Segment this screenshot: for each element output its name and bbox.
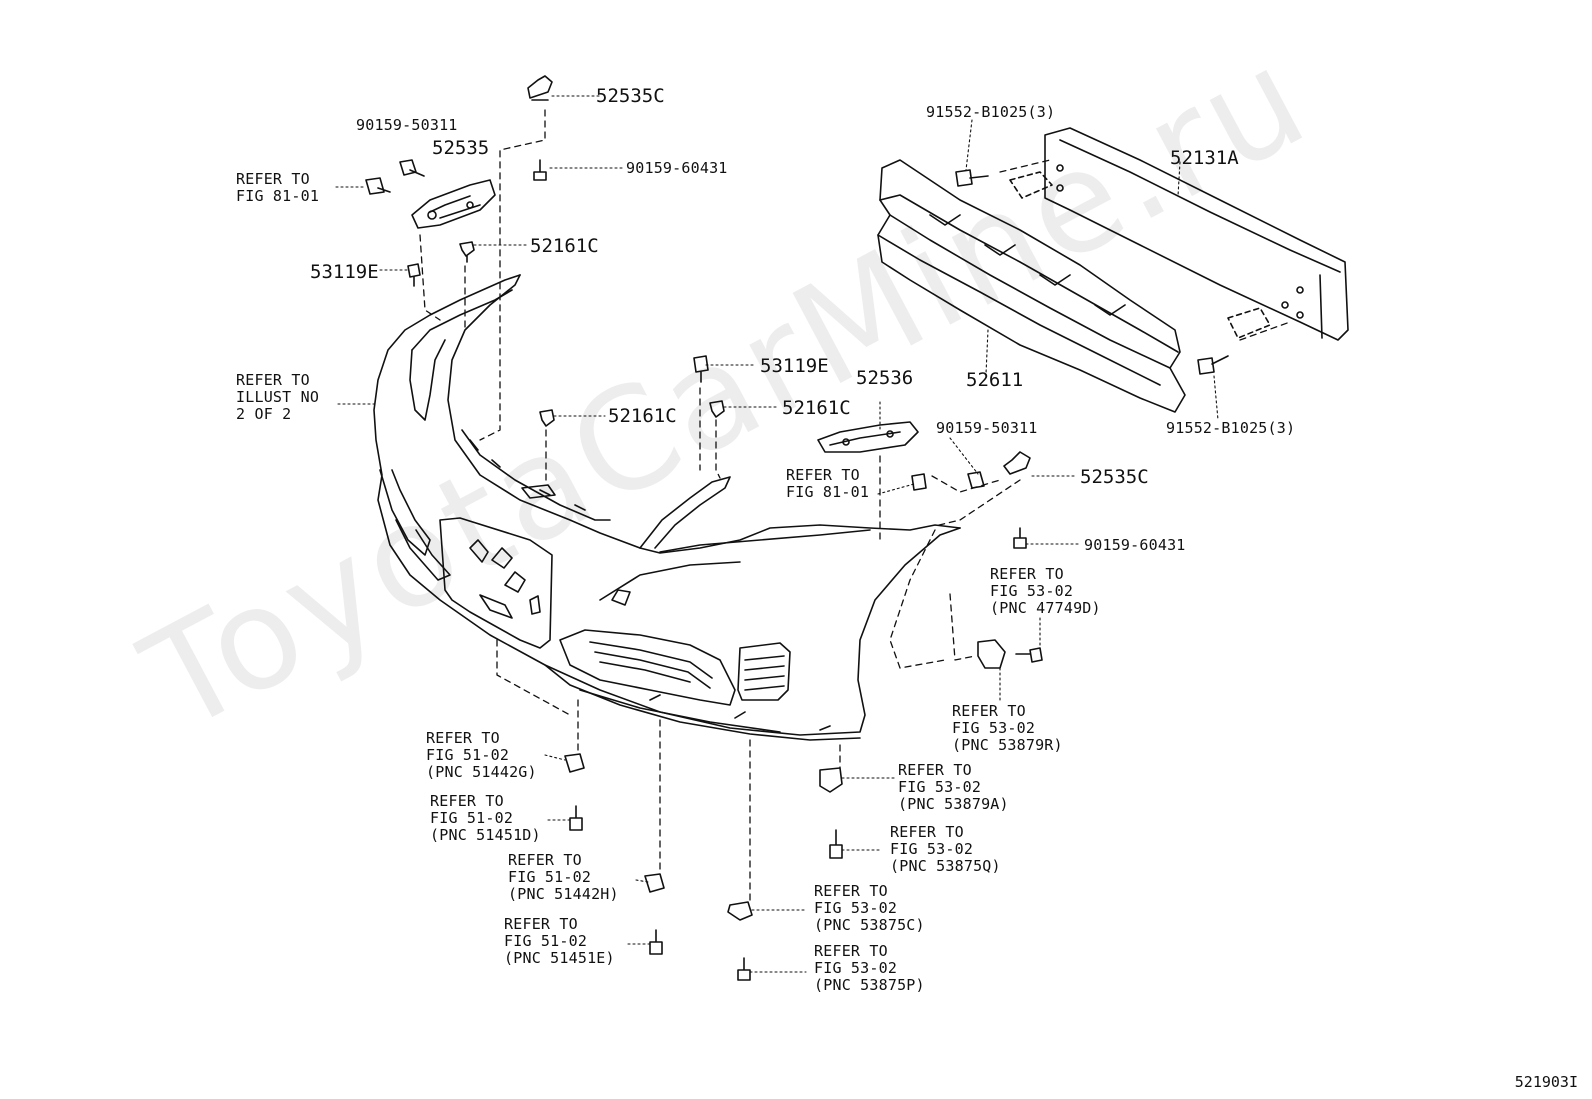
label-52611: 52611 (966, 369, 1024, 391)
label-90159-50311-right: 90159-50311 (936, 419, 1038, 437)
label-refer-fig8101-left: REFER TO FIG 81-01 (236, 170, 320, 205)
label-refer-illust: REFER TO ILLUST NO 2 OF 2 (236, 371, 320, 423)
label-52161c-mid-right: 52161C (782, 397, 851, 419)
label-refer-51451d: REFER TO FIG 51-02 (PNC 51451D) (430, 792, 541, 844)
label-refer-47749d: REFER TO FIG 53-02 (PNC 47749D) (990, 565, 1101, 617)
label-52535c-top: 52535C (596, 85, 665, 107)
label-52161c-mid-left: 52161C (608, 405, 677, 427)
label-91552-bottom: 91552-B1025(3) (1166, 419, 1296, 437)
bracket-52536 (817, 421, 919, 453)
label-91552-top: 91552-B1025(3) (926, 103, 1056, 121)
label-52535: 52535 (432, 137, 490, 159)
label-52131a: 52131A (1170, 147, 1239, 169)
label-refer-53875p: REFER TO FIG 53-02 (PNC 53875P) (814, 942, 925, 994)
bracket-52535 (411, 179, 496, 229)
label-90159-60431-top: 90159-60431 (626, 159, 728, 177)
bumper-cover (373, 274, 961, 741)
label-refer-51442h: REFER TO FIG 51-02 (PNC 51442H) (508, 851, 619, 903)
absorber-52611 (877, 159, 1186, 413)
label-refer-51442g: REFER TO FIG 51-02 (PNC 51442G) (426, 729, 537, 781)
label-53119e-mid: 53119E (760, 355, 829, 377)
fasteners (365, 75, 1229, 981)
label-53119e-left: 53119E (310, 261, 379, 283)
label-52536: 52536 (856, 367, 914, 389)
reinforcement-52131a (1009, 127, 1349, 341)
guide-lines-dashed (419, 109, 1291, 901)
label-52161c-top: 52161C (530, 235, 599, 257)
label-90159-50311-top: 90159-50311 (356, 116, 458, 134)
leader-lines (335, 95, 1219, 973)
label-refer-53879r: REFER TO FIG 53-02 (PNC 53879R) (952, 702, 1063, 754)
label-refer-51451e: REFER TO FIG 51-02 (PNC 51451E) (504, 915, 615, 967)
label-90159-60431-right: 90159-60431 (1084, 536, 1186, 554)
label-refer-53879a: REFER TO FIG 53-02 (PNC 53879A) (898, 761, 1009, 813)
label-52535c-right: 52535C (1080, 466, 1149, 488)
label-refer-53875q: REFER TO FIG 53-02 (PNC 53875Q) (890, 823, 1001, 875)
label-refer-53875c: REFER TO FIG 53-02 (PNC 53875C) (814, 882, 925, 934)
figure-id: 521903I (1514, 1073, 1578, 1091)
label-refer-fig8101-right: REFER TO FIG 81-01 (786, 466, 870, 501)
